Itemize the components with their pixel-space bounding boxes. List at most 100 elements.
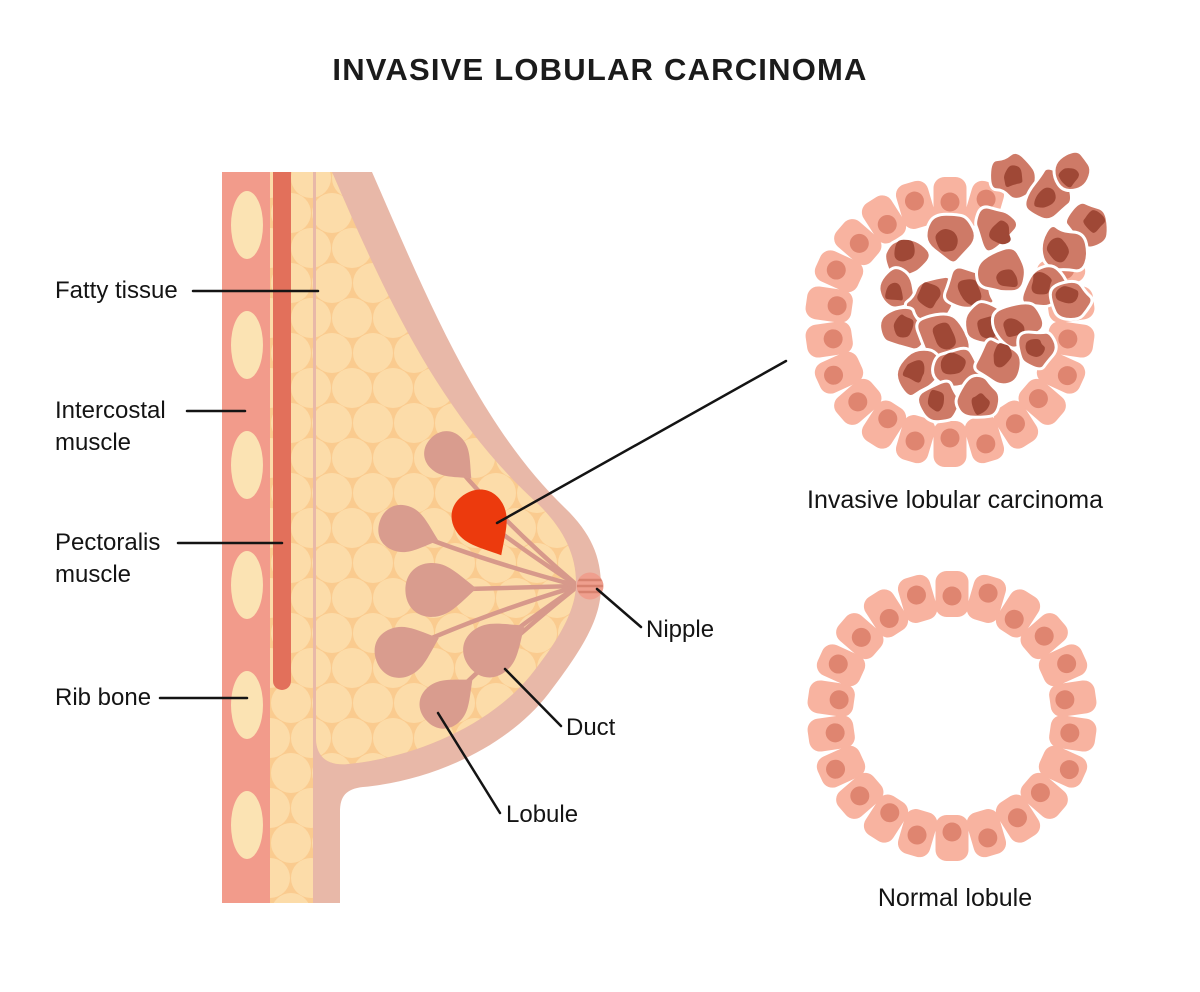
cell-nucleus bbox=[880, 803, 900, 823]
lobule-wall-cell bbox=[834, 378, 882, 425]
fat-circle bbox=[558, 333, 576, 373]
carcinoma-inset-caption: Invasive lobular carcinoma bbox=[807, 486, 1103, 514]
lobule-wall-cell bbox=[807, 680, 855, 717]
nipple-leader-line bbox=[595, 587, 643, 629]
lobules-group bbox=[374, 431, 525, 729]
fat-circle bbox=[394, 193, 434, 233]
cancer-cell bbox=[975, 246, 1027, 294]
fat-circle bbox=[578, 648, 618, 688]
intercostal-muscle-shape bbox=[222, 172, 274, 903]
fat-circle bbox=[578, 368, 618, 408]
fat-circle bbox=[558, 893, 576, 903]
fat-circle bbox=[291, 718, 331, 758]
fat-circle bbox=[476, 193, 516, 233]
fat-circle bbox=[496, 298, 536, 338]
rib-bone-label: Rib bone bbox=[55, 684, 152, 711]
fat-circle bbox=[599, 753, 639, 793]
cancer-cell-nucleus bbox=[1055, 286, 1079, 304]
cancer-cell bbox=[1048, 279, 1094, 321]
fat-circle bbox=[599, 263, 639, 303]
fat-circle bbox=[455, 298, 495, 338]
cancer-cell-nucleus bbox=[932, 322, 956, 350]
fat-circle bbox=[373, 858, 413, 898]
lobule-wall-cell bbox=[861, 400, 907, 449]
fat-circle bbox=[353, 823, 393, 863]
cancer-cell-nucleus bbox=[917, 282, 941, 309]
fat-circle bbox=[476, 893, 516, 903]
fat-circle bbox=[599, 893, 639, 933]
cell-nucleus bbox=[904, 191, 924, 211]
rib-bone-shape bbox=[231, 311, 263, 379]
intercostal-muscle-label: Intercostal muscle bbox=[55, 397, 166, 456]
fat-circle bbox=[599, 333, 639, 373]
lobule-wall-cell bbox=[964, 415, 1005, 464]
lobule-wall-cell bbox=[861, 195, 907, 244]
lobule-wall-cell bbox=[836, 613, 884, 660]
lobule-wall-cell bbox=[1038, 745, 1088, 788]
lobule-wall-cell bbox=[816, 644, 866, 687]
fat-circle bbox=[537, 172, 576, 198]
cell-nucleus bbox=[848, 392, 868, 412]
fat-circle bbox=[476, 333, 516, 373]
cancer-cell-nucleus bbox=[996, 269, 1018, 288]
lobule-wall-cell bbox=[834, 219, 882, 266]
fat-circle bbox=[476, 263, 516, 303]
lobule-label: Lobule bbox=[506, 801, 579, 828]
fat-circle bbox=[578, 788, 618, 828]
fat-circle bbox=[599, 403, 639, 443]
rib-bone-shape bbox=[231, 431, 263, 499]
fat-circle bbox=[496, 172, 536, 198]
leader-lines-group bbox=[158, 289, 788, 815]
lobule-wall-cell bbox=[814, 250, 864, 293]
cancer-cell-nucleus bbox=[1046, 237, 1069, 263]
lobule-wall-cell bbox=[1038, 644, 1088, 687]
fat-circle bbox=[271, 753, 311, 793]
tumor-inset-leader-line bbox=[495, 359, 788, 525]
cancer-cell-nucleus bbox=[957, 279, 982, 306]
cancer-cell-nucleus bbox=[1083, 210, 1106, 233]
fat-circle bbox=[496, 368, 536, 408]
fat-circle bbox=[599, 193, 639, 233]
cancer-cell bbox=[954, 373, 1002, 419]
cancer-cell-nucleus bbox=[993, 343, 1012, 368]
cancer-cell-nucleus bbox=[971, 393, 990, 415]
lobule-wall-cell bbox=[993, 400, 1039, 449]
lobule-wall-cell bbox=[933, 177, 967, 223]
pectoralis-muscle-label: Pectoralis muscle bbox=[55, 529, 161, 588]
fatty-tissue-label: Fatty tissue bbox=[55, 277, 178, 304]
fat-circle bbox=[599, 473, 639, 513]
fat-circle bbox=[312, 333, 352, 373]
rib-bone-shape bbox=[231, 671, 263, 739]
cell-nucleus bbox=[1007, 808, 1027, 828]
fat-circle bbox=[270, 788, 290, 828]
fat-circle bbox=[537, 368, 576, 408]
cancer-cell-nucleus bbox=[935, 229, 958, 252]
lobule-shape bbox=[405, 562, 477, 617]
fat-circle bbox=[353, 683, 393, 723]
cell-nucleus bbox=[1004, 609, 1024, 629]
fat-circle bbox=[332, 438, 372, 478]
fat-circle bbox=[353, 473, 393, 513]
fat-circle bbox=[578, 158, 618, 198]
fat-circle bbox=[291, 368, 331, 408]
cancer-cell bbox=[878, 305, 929, 352]
lobule-wall-cell bbox=[863, 794, 909, 843]
duct-leader-line bbox=[503, 667, 563, 728]
cancer-cell-nucleus bbox=[1003, 318, 1025, 337]
fat-circle bbox=[291, 228, 331, 268]
fat-circle bbox=[537, 298, 576, 338]
cell-nucleus bbox=[1060, 723, 1080, 743]
cell-nucleus bbox=[907, 825, 927, 845]
fat-circle bbox=[476, 753, 516, 793]
fat-circle bbox=[558, 403, 576, 443]
fat-circle bbox=[373, 368, 413, 408]
fat-circle bbox=[578, 298, 618, 338]
fat-circle bbox=[517, 333, 557, 373]
fat-circle bbox=[435, 193, 475, 233]
cell-nucleus bbox=[940, 192, 960, 212]
cell-nucleus bbox=[823, 329, 843, 349]
fat-circle bbox=[455, 228, 495, 268]
cell-nucleus bbox=[1034, 626, 1054, 646]
cell-nucleus bbox=[1058, 329, 1078, 349]
fat-circle bbox=[373, 718, 413, 758]
